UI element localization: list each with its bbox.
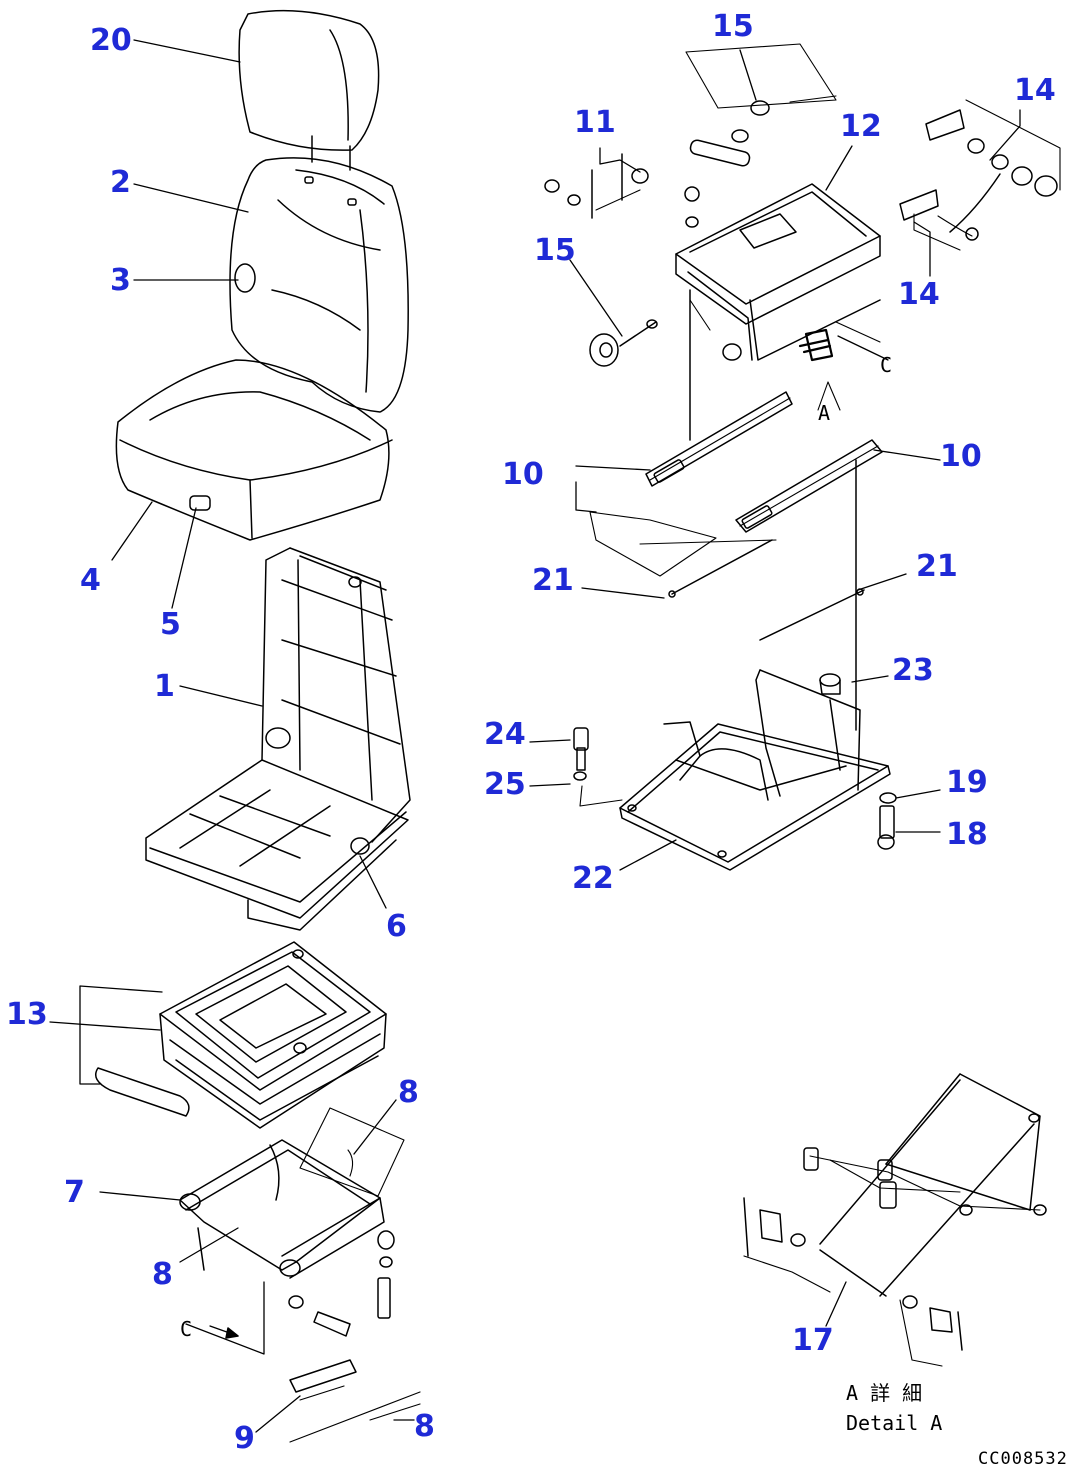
callout-labels: 20 2 3 4 5 1 6 13 8 7 8 9 8 15 11 12 14 …: [6, 9, 1056, 1456]
backrest: [229, 157, 409, 413]
callout-14-bottom: 14: [898, 277, 940, 312]
seat-stand: [573, 669, 897, 871]
slide-rails: [589, 289, 883, 731]
callout-4: 4: [80, 563, 101, 598]
suspension-unit: [95, 941, 387, 1129]
callout-14-top: 14: [1014, 73, 1056, 108]
callout-1: 1: [154, 669, 175, 704]
detail-a-linkage: [743, 1073, 1047, 1367]
callout-17: 17: [792, 1323, 834, 1358]
callout-10-right: 10: [940, 439, 982, 474]
callout-18: 18: [946, 817, 988, 852]
callout-12: 12: [840, 109, 882, 144]
callout-23: 23: [892, 653, 934, 688]
callout-15-left: 15: [534, 233, 576, 268]
callout-11: 11: [574, 105, 616, 140]
headrest: [238, 9, 380, 171]
callout-7: 7: [64, 1175, 85, 1210]
view-marker-c-top: C: [880, 353, 892, 377]
callout-5: 5: [160, 607, 181, 642]
callout-3: 3: [110, 263, 131, 298]
view-marker-a: A: [818, 401, 830, 425]
detail-caption-japanese: A 詳 細: [846, 1381, 922, 1405]
detail-caption-english: Detail A: [846, 1411, 942, 1435]
callout-6: 6: [386, 909, 407, 944]
callout-24: 24: [484, 717, 526, 752]
rods: [668, 539, 865, 641]
callout-8-top: 8: [398, 1075, 419, 1110]
callout-8-middle: 8: [152, 1257, 173, 1292]
callout-2: 2: [110, 165, 131, 200]
view-markers: C A C A 詳 細 Detail A CC008532: [180, 353, 1068, 1469]
seat-frame: [145, 547, 411, 931]
callout-21-right: 21: [916, 549, 958, 584]
slide-base: [179, 1107, 421, 1443]
callout-8-bottom: 8: [414, 1409, 435, 1444]
callout-22: 22: [572, 861, 614, 896]
callout-10-left: 10: [502, 457, 544, 492]
callout-21-left: 21: [532, 563, 574, 598]
document-number: CC008532: [978, 1449, 1068, 1469]
callout-13: 13: [6, 997, 48, 1032]
callout-20: 20: [90, 23, 132, 58]
callout-9: 9: [234, 1421, 255, 1456]
view-marker-c-bottom: C: [180, 1317, 192, 1341]
callout-19: 19: [946, 765, 988, 800]
callout-15-top: 15: [712, 9, 754, 44]
leader-lines: [49, 39, 1021, 1433]
adjuster-assembly: [544, 43, 1061, 411]
seat-cushion: [115, 359, 393, 541]
callout-25: 25: [484, 767, 526, 802]
